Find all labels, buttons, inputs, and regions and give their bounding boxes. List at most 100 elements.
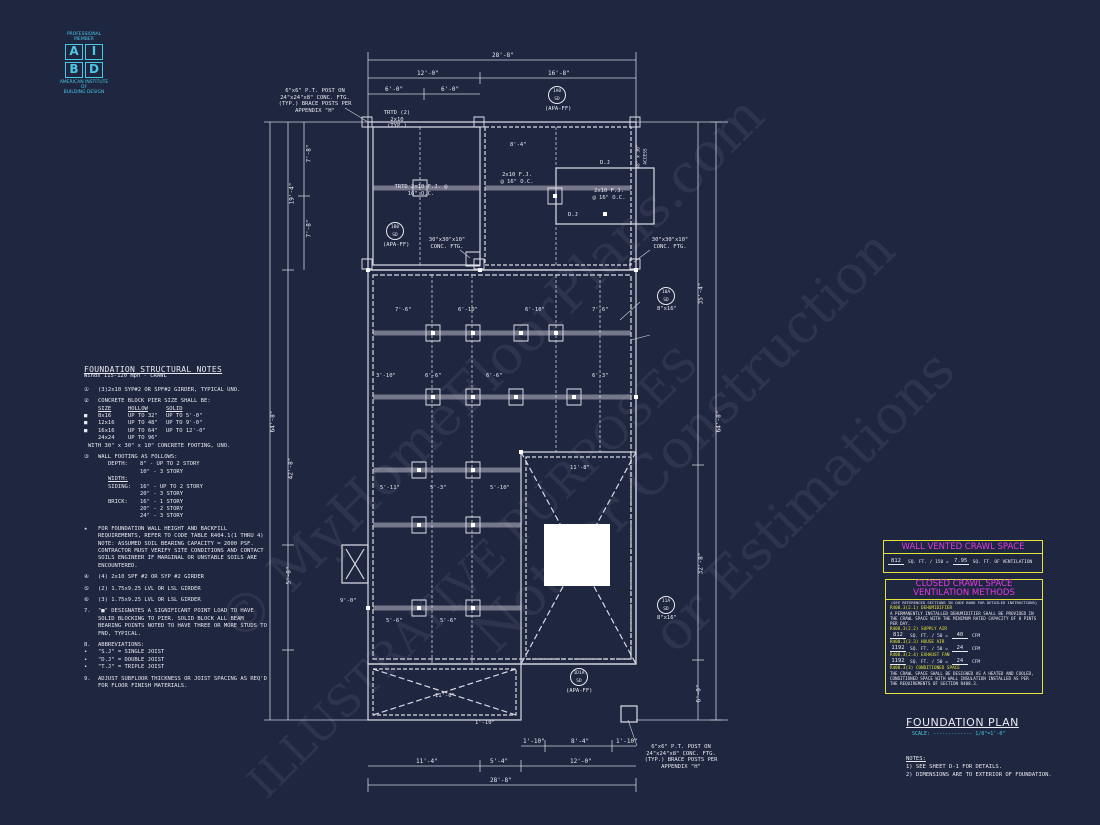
dim-small-8: 6'-3" — [592, 373, 609, 379]
room-label-box — [544, 524, 610, 586]
plan-note-2: 2) DIMENSIONS ARE TO EXTERIOR OF FOUNDAT… — [906, 772, 1052, 778]
dim-small-3: 6'-10" — [525, 307, 545, 313]
method-3-head: R408.3(2.3) HOUSE AIR — [890, 640, 945, 645]
method-2-lbl: SQ. FT. / 50 = — [910, 634, 948, 639]
section-bubble-1: 1A0 SD — [548, 86, 566, 104]
post-callout-top: 6"x6" P.T. POST ON 24"x24"x8" CONC. FTG.… — [278, 88, 352, 114]
dim-right-seg3: 6'-0" — [695, 684, 703, 703]
brick-label: BRICK: — [108, 498, 128, 505]
note-8-text: ABBREVIATIONS: — [98, 642, 145, 648]
dim-right-seg1: 35'-4" — [697, 282, 705, 305]
wall-vented-lbl1: SQ. FT. / 150 = — [908, 560, 949, 565]
notes-title: FOUNDATION STRUCTURAL NOTES — [84, 365, 223, 374]
note-3-text: WALL FOOTING AS FOLLOWS: — [98, 454, 178, 461]
bubble-5-top: 1D1A — [573, 671, 585, 676]
note-1: ①(3)2x10 SYP#2 OR SPF#2 GIRDER, TYPICAL … — [84, 386, 241, 393]
section-bubble-5: 1D1A SD — [570, 668, 588, 686]
pier-3-size: 16x16 — [98, 427, 115, 434]
method-5-head: R408.3(3) CONDITIONED SPACE — [890, 666, 960, 671]
dim-small-7: 6'-6" — [486, 373, 503, 379]
dim-left-big: 42'-8" — [287, 457, 295, 480]
joist-callout-b: 2x10 F.J. @ 16" O.C. — [592, 188, 626, 201]
method-2-a: 812 — [890, 632, 906, 639]
logo-letter-b: B — [65, 62, 83, 78]
abbr-1-text: "S.J" = SINGLE JOIST — [98, 649, 165, 656]
wall-vented-lbl2: SQ. FT. OF VENTILATION — [972, 560, 1033, 565]
bubble-2-top: 1B0 — [390, 225, 400, 230]
logo-letter-d: D — [85, 62, 103, 78]
abbr-2: •"D.J" = DOUBLE JOIST — [84, 656, 165, 663]
dim-small-9: 5'-11" — [380, 485, 400, 491]
closed-crawl-title: CLOSED CRAWL SPACE VENTILATION METHODS — [886, 580, 1042, 600]
notes-subtitle: Winds 115-120 mph - CRAWL — [84, 373, 167, 380]
method-4-row: 1192 SQ. FT. / 50 = 24 CFM — [886, 658, 1042, 665]
logo-caption-1: PROFESSIONAL — [66, 32, 102, 37]
pier-1-hollow: UP TO 32" — [128, 413, 158, 420]
dim-bottom-mid: 5'-4" — [490, 758, 509, 765]
plan-title: FOUNDATION PLAN — [906, 716, 1019, 729]
note-star-text: FOR FOUNDATION WALL HEIGHT AND BACKFILL … — [98, 525, 264, 569]
closed-crawl-panel: CLOSED CRAWL SPACE VENTILATION METHODS (… — [885, 579, 1043, 694]
width-label: WIDTH: — [108, 476, 128, 483]
foundation-structural-notes: FOUNDATION STRUCTURAL NOTES Winds 115-12… — [84, 365, 284, 690]
dim-small-12: 5'-6" — [386, 618, 403, 624]
brick-row: BRICK: 16" - 1 STORY — [84, 499, 284, 506]
dim-left-bot: 5'-8" — [285, 566, 293, 585]
dim-small-14: 8'-4" — [510, 142, 527, 148]
logo-caption-2: MEMBER — [74, 37, 94, 42]
note-5-text: (2) 1.75x9.25 LVL OR LSL GIRDER — [98, 585, 201, 592]
bubble-1-top: 1A0 — [552, 89, 562, 94]
depth-label: DEPTH: — [108, 461, 128, 468]
pier-head-size: SIZE — [98, 405, 112, 412]
pier-row-4: 24x24 UP TO 96" — [84, 435, 284, 442]
abbr-3-text: "T.J" = TRIPLE JOIST — [98, 664, 165, 671]
section-bubble-2: 1B0 SD — [386, 222, 404, 240]
note-5: ⑤(2) 1.75x9.25 LVL OR LSL GIRDER — [84, 585, 201, 592]
dim-small-4: 7'-6" — [592, 307, 609, 313]
trtd-callout: TRTD (2) 2x10 (TYP.) — [383, 110, 411, 129]
dim-bottom-right: 12'-0" — [570, 758, 592, 765]
pier-head-solid: SOLID — [166, 405, 183, 412]
note-7-text: "■" DESIGNATES A SIGNIFICANT POINT LOAD … — [98, 608, 267, 637]
siding-row: SIDING:16" - UP TO 2 STORY — [84, 484, 284, 491]
method-2-row: 812 SQ. FT. / 50 = 40 CFM — [886, 632, 1042, 639]
brick-row-2: 20" - 2 STORY — [84, 506, 284, 513]
abbr-3: •"T.J" = TRIPLE JOIST — [84, 664, 165, 671]
siding-2: 20" - 3 STORY — [140, 491, 184, 498]
bubble-2-bot: SD — [392, 233, 398, 238]
pier-4-size: 24x24 — [98, 435, 115, 442]
pier-4-hollow: UP TO 96" — [128, 435, 158, 442]
bubble-3-note: 8"x16" — [657, 306, 677, 312]
method-3-cfm: CFM — [971, 647, 981, 652]
access-callout: 48" x 30" ACCESS — [636, 144, 649, 169]
plan-scale: SCALE: ------------- 1/8"=1'-0" — [912, 731, 1006, 737]
brick-3: 24" - 3 STORY — [140, 513, 184, 520]
abbr-2-text: "D.J" = DOUBLE JOIST — [98, 656, 165, 663]
wall-vented-title: WALL VENTED CRAWL SPACE — [884, 541, 1042, 554]
pier-2-hollow: UP TO 48" — [128, 420, 158, 427]
dim-small-2: 6'-10" — [458, 307, 478, 313]
wall-vented-row: 812 SQ. FT. / 150 = 7.95 SQ. FT. OF VENT… — [884, 558, 1042, 565]
wall-vented-val2: 7.95 — [952, 558, 969, 565]
section-bubble-4: 11A SD — [657, 596, 675, 614]
brick-1: 16" - 1 STORY — [140, 498, 184, 505]
method-4-head: R408.3(2.4) EXHAUST FAN — [890, 653, 950, 658]
logo-letter-i: I — [85, 44, 103, 60]
pier-4-solid — [166, 435, 206, 442]
logo-org-3: BUILDING DESIGN — [63, 90, 105, 95]
note-4: ④(4) 2x10 SPF #2 OR SYP #2 GIRDER — [84, 574, 204, 581]
conc-ftg-right: 30"x30"x10" CONC. FTG. — [651, 237, 689, 250]
dim-small-13: 5'-6" — [440, 618, 457, 624]
method-5-text: THE CRAWL SPACE SHALL BE DESIGNED AS A H… — [890, 671, 1034, 686]
bubble-4-top: 11A — [661, 599, 671, 604]
dim-top-sub2: 6'-0" — [441, 86, 460, 93]
note-9: 9.ADJUST SUBFLOOR THICKNESS OR JOIST SPA… — [84, 675, 267, 690]
dim-small-11: 5'-10" — [490, 485, 510, 491]
note-7: 7."■" DESIGNATES A SIGNIFICANT POINT LOA… — [84, 608, 267, 637]
dim-right-seg2: 32'-8" — [697, 552, 705, 575]
pier-2-solid: UP TO 9'-0" — [166, 420, 203, 427]
method-3-lbl: SQ. FT. / 50 = — [910, 647, 948, 652]
